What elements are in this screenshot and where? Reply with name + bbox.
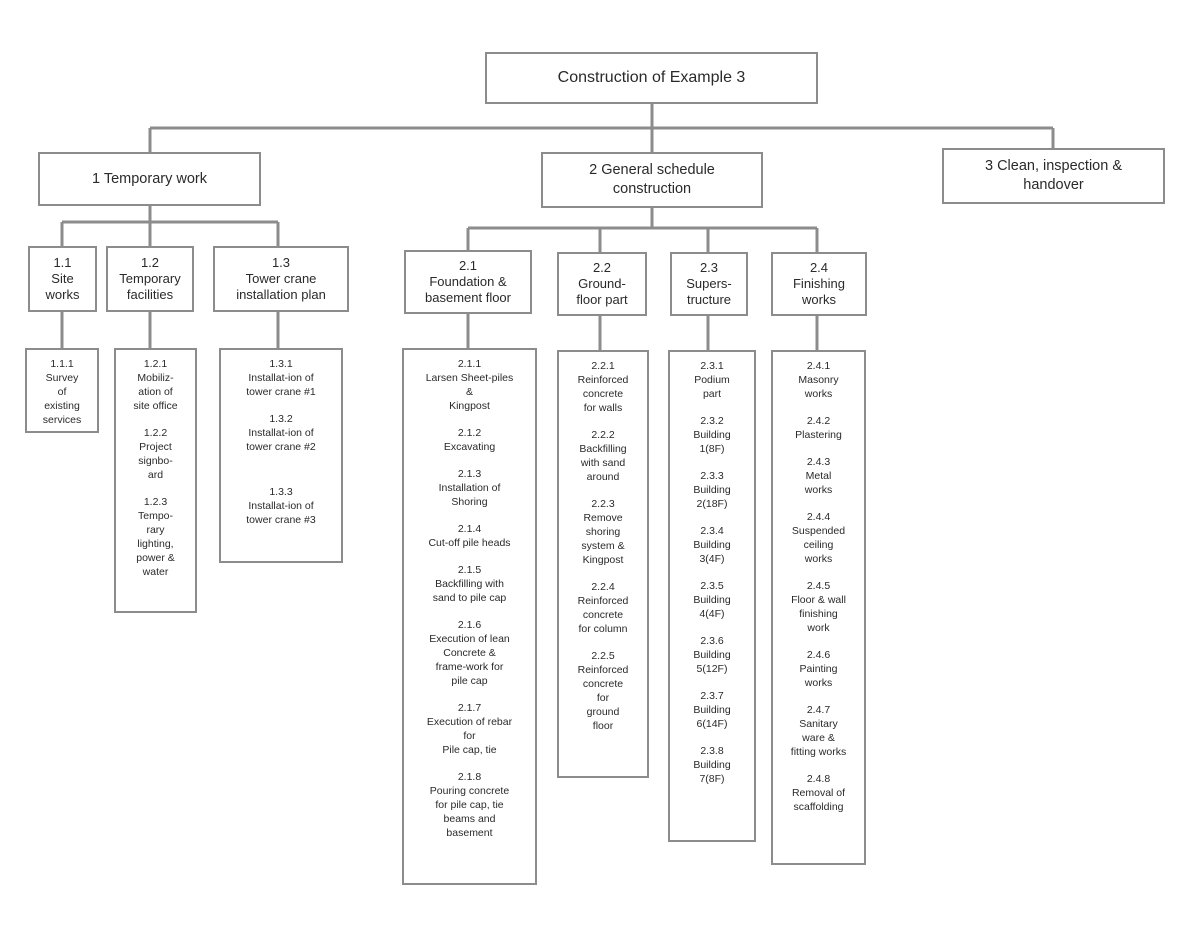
root-node: Construction of Example 3 [485, 52, 818, 104]
leaf-item: 1.3.2 Installat-ion of tower crane #2 [246, 413, 316, 453]
node-1-3: 1.3 Tower crane installation plan [213, 246, 349, 312]
node-general-schedule: 2 General schedule construction [541, 152, 763, 208]
leaf-item: 2.1.2 Excavating [443, 427, 496, 453]
connector-root [148, 104, 1055, 152]
leaf-item: 2.4.3 Metal works [804, 456, 833, 496]
root-label: Construction of Example 3 [557, 69, 746, 86]
leaf-item: 2.2.1 Reinforced concrete for walls [577, 360, 629, 414]
leaf-item: 1.2.3 Tempo- rary lighting, power & wate… [136, 496, 175, 578]
leaf-item: 1.2.1 Mobiliz- ation of site office [133, 358, 178, 412]
leaf-item: 2.3.5 Building 4(4F) [693, 580, 731, 620]
leaf-item: 2.1.5 Backfilling with sand to pile cap [432, 564, 507, 604]
node-2-4: 2.4 Finishing works [771, 252, 867, 316]
leaf-box-2-3: 2.3.1 Podium part 2.3.2 Building 1(8F) 2… [668, 350, 756, 842]
leaf-box-1-2: 1.2.1 Mobiliz- ation of site office 1.2.… [114, 348, 197, 613]
leaf-item: 2.4.8 Removal of scaffolding [791, 773, 846, 813]
leaf-item: 2.3.7 Building 6(14F) [693, 690, 731, 730]
node-2-1: 2.1 Foundation & basement floor [404, 250, 532, 314]
node-label: 2.1 Foundation & basement floor [425, 258, 511, 305]
node-1-1: 1.1 Site works [28, 246, 97, 312]
leaf-item: 2.2.2 Backfilling with sand around [579, 429, 627, 483]
leaf-item: 2.4.2 Plastering [795, 415, 842, 441]
leaf-item: 2.4.7 Sanitary ware & fitting works [790, 704, 847, 758]
leaf-item: 2.3.8 Building 7(8F) [693, 745, 731, 785]
node-label: 2.2 Ground- floor part [576, 260, 628, 307]
leaf-box-2-4: 2.4.1 Masonry works 2.4.2 Plastering 2.4… [771, 350, 866, 865]
node-label: 2.4 Finishing works [792, 260, 846, 307]
leaf-box-2-2: 2.2.1 Reinforced concrete for walls 2.2.… [557, 350, 649, 778]
leaf-item: 2.1.1 Larsen Sheet-piles & Kingpost [425, 358, 514, 412]
leaf-item: 2.4.5 Floor & wall finishing work [791, 580, 846, 634]
node-label: 1.2 Temporary facilities [119, 255, 181, 302]
leaf-item: 2.1.6 Execution of lean Concrete & frame… [429, 619, 510, 687]
leaf-item: 1.1.1 Survey of existing services [42, 358, 82, 426]
node-2-2: 2.2 Ground- floor part [557, 252, 647, 316]
node-label: 2.3 Supers- tructure [686, 260, 732, 307]
node-2-3: 2.3 Supers- tructure [670, 252, 748, 316]
node-label: 1.3 Tower crane installation plan [236, 255, 326, 302]
leaf-item: 2.2.3 Remove shoring system & Kingpost [581, 498, 625, 566]
node-label: 1.1 Site works [45, 255, 80, 302]
connector-general [466, 208, 819, 252]
leaf-item: 2.3.3 Building 2(18F) [693, 470, 731, 510]
node-label: 3 Clean, inspection & handover [984, 158, 1123, 193]
node-1-2: 1.2 Temporary facilities [106, 246, 194, 312]
leaf-item: 2.2.4 Reinforced concrete for column [577, 581, 629, 635]
node-label: 1 Temporary work [92, 170, 207, 187]
leaf-item: 2.1.4 Cut-off pile heads [428, 523, 511, 549]
leaf-item: 2.4.6 Painting works [799, 649, 838, 689]
leaf-item: 2.3.6 Building 5(12F) [693, 635, 731, 675]
leaf-item: 2.3.2 Building 1(8F) [693, 415, 731, 455]
leaf-item: 2.1.7 Execution of rebar for Pile cap, t… [426, 702, 513, 756]
node-label: 2 General schedule construction [589, 162, 715, 197]
leaf-box-2-1: 2.1.1 Larsen Sheet-piles & Kingpost 2.1.… [402, 348, 537, 885]
leaf-item: 1.2.2 Project signbo- ard [138, 427, 173, 481]
leaf-item: 2.2.5 Reinforced concrete for ground flo… [577, 650, 629, 732]
leaf-item: 1.3.3 Installat-ion of tower crane #3 [246, 486, 316, 526]
leaf-item: 2.4.4 Suspended ceiling works [791, 511, 846, 565]
leaf-item: 2.3.1 Podium part [694, 360, 730, 400]
leaf-item: 2.1.8 Pouring concrete for pile cap, tie… [429, 771, 510, 839]
leaf-item: 2.1.3 Installation of Shoring [438, 468, 501, 508]
connector-temp [60, 206, 280, 246]
leaf-box-1-3: 1.3.1 Installat-ion of tower crane #1 1.… [219, 348, 343, 563]
leaf-box-1-1: 1.1.1 Survey of existing services [25, 348, 99, 433]
leaf-item: 2.4.1 Masonry works [798, 360, 839, 400]
node-temporary-work: 1 Temporary work [38, 152, 261, 206]
node-clean-inspection: 3 Clean, inspection & handover [942, 148, 1165, 204]
leaf-item: 1.3.1 Installat-ion of tower crane #1 [246, 358, 316, 398]
leaf-item: 2.3.4 Building 3(4F) [693, 525, 731, 565]
connector-leaves [60, 312, 819, 350]
